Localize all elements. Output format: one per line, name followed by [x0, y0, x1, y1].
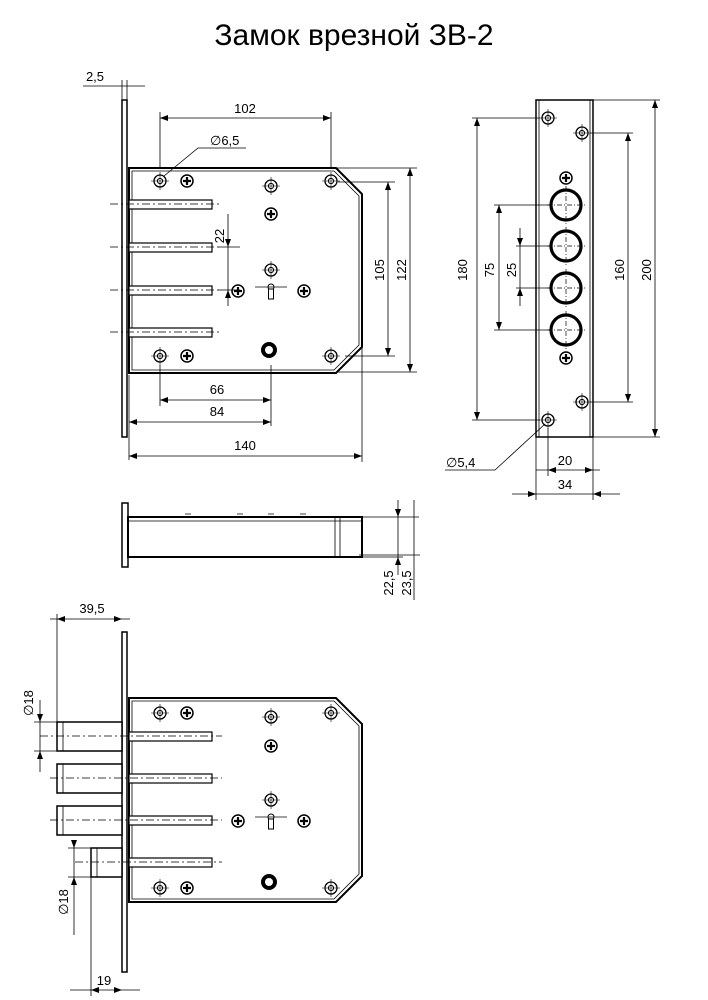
phillips-screw-icon	[296, 813, 312, 829]
phillips-screw-icon	[558, 350, 574, 366]
phillips-screw-icon	[230, 813, 246, 829]
phillips-screw-icon	[230, 283, 246, 299]
dim-plate-height: 200	[639, 259, 654, 281]
front-view: 2,5 102 ∅6,5 22 66 84 140 105 122	[83, 69, 417, 462]
phillips-screw-icon	[179, 705, 195, 721]
mounting-hole-icon	[150, 703, 170, 723]
phillips-screw-icon	[179, 348, 195, 364]
mounting-hole-icon	[321, 878, 341, 898]
dim-bolt-projection: 39,5	[79, 601, 104, 616]
mounting-hole-icon	[261, 790, 281, 810]
phillips-screw-icon	[263, 206, 279, 222]
mounting-hole-icon	[321, 346, 341, 366]
faceplate-view: 180 75 25 160 200 ∅5,4 20 34	[445, 99, 660, 500]
mounting-hole-icon	[150, 878, 170, 898]
phillips-screw-icon	[558, 170, 574, 186]
mounting-hole-icon	[150, 346, 170, 366]
phillips-screw-icon	[179, 880, 195, 896]
mounting-hole-icon	[321, 703, 341, 723]
mounting-hole-icon	[261, 707, 281, 727]
dim-body-width: 140	[234, 438, 256, 453]
phillips-screw-icon	[263, 738, 279, 754]
front-faceplate	[121, 99, 128, 438]
drawing-title: Замок врезной ЗВ-2	[214, 19, 493, 52]
front-lock-body	[128, 167, 363, 374]
front-bolts	[110, 199, 222, 338]
faceplate-strip	[535, 99, 594, 438]
extended-faceplate	[121, 631, 128, 973]
dim-plate-hole-diameter: ∅5,4	[446, 455, 475, 470]
dim-hole-spacing-height: 180	[455, 259, 470, 281]
dim-bolt-diameter-top: ∅18	[21, 690, 36, 716]
keyhole-icon	[261, 874, 277, 890]
keyhole-icon	[261, 342, 277, 358]
side-lock-body	[127, 516, 363, 558]
dim-bolt-spacing: 22	[212, 229, 227, 243]
phillips-screw-icon	[179, 173, 195, 189]
dim-cylinder-offset: 84	[210, 404, 224, 419]
dim-bolt-diameter-bottom: ∅18	[56, 889, 71, 915]
protruding-bolts	[40, 721, 222, 878]
dim-bolt-pitch: 25	[504, 263, 519, 277]
dim-bolt-offset: 20	[558, 453, 572, 468]
extended-view: 39,5 ∅18 ∅18 19	[21, 601, 363, 996]
dim-hole-spacing-width: 102	[234, 101, 256, 116]
dim-plate-width: 34	[558, 477, 572, 492]
dim-hole-diameter: ∅6,5	[210, 133, 239, 148]
dim-bolt-span: 75	[482, 263, 497, 277]
side-view: 22,5 23,5	[121, 500, 420, 600]
dim-plate-thickness: 2,5	[86, 69, 104, 84]
extended-lock-body	[128, 697, 363, 903]
mounting-hole-icon	[150, 171, 170, 191]
phillips-screw-icon	[296, 283, 312, 299]
mounting-hole-icon	[261, 260, 281, 280]
dim-key-offset: 66	[210, 382, 224, 397]
cylinder-hole-icon	[254, 813, 288, 830]
dim-depth: 22,5	[381, 570, 396, 595]
cylinder-hole-icon	[254, 283, 288, 300]
dim-body-height: 122	[394, 259, 409, 281]
dim-inner-height: 105	[372, 259, 387, 281]
dim-depth-total: 23,5	[399, 570, 414, 595]
dim-latch-projection: 19	[97, 973, 111, 988]
dim-hole-spacing-height-2: 160	[612, 259, 627, 281]
mounting-hole-icon	[261, 176, 281, 196]
